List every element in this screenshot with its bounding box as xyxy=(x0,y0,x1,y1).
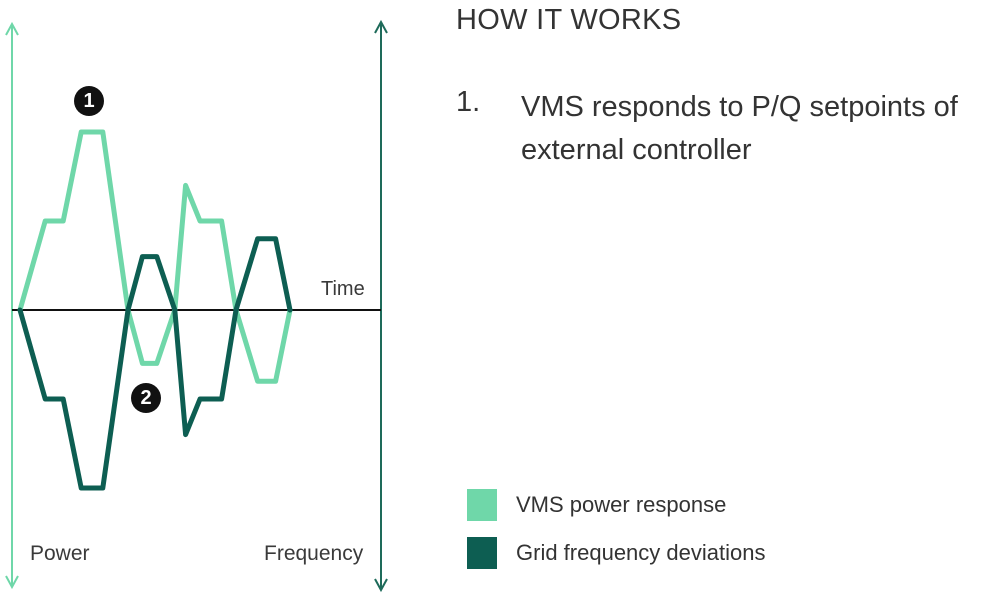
power-axis-top-arrow-icon xyxy=(5,21,19,36)
legend-label-frequency: Grid frequency deviations xyxy=(516,540,766,565)
frequency-axis-top-arrow-icon xyxy=(374,19,388,34)
legend: VMS power response Grid frequency deviat… xyxy=(467,481,765,577)
step-marker-1: 1 xyxy=(74,86,104,116)
how-it-works-diagram xyxy=(5,19,388,593)
legend-swatch-power xyxy=(467,489,497,521)
legend-item-frequency: Grid frequency deviations xyxy=(467,529,765,577)
legend-item-power: VMS power response xyxy=(467,481,765,529)
frequency-axis-bottom-arrow-icon xyxy=(374,578,388,593)
step-number: 1. xyxy=(456,86,481,118)
legend-label-power: VMS power response xyxy=(516,492,727,517)
series-layer xyxy=(17,129,293,491)
legend-swatch-frequency xyxy=(467,537,497,569)
axes-group xyxy=(5,19,388,593)
step-text: VMS responds to P/Q setpoints of externa… xyxy=(521,91,958,166)
frequency-deviation-line xyxy=(17,236,293,491)
power-response-line xyxy=(17,129,293,384)
panel-heading: HOW IT WORKS xyxy=(456,4,682,36)
power-axis-label: Power xyxy=(30,542,90,565)
time-axis-label: Time xyxy=(321,278,365,300)
frequency-axis-label: Frequency xyxy=(264,542,364,565)
step-marker-2: 2 xyxy=(131,383,161,413)
power-axis-bottom-arrow-icon xyxy=(5,575,19,590)
